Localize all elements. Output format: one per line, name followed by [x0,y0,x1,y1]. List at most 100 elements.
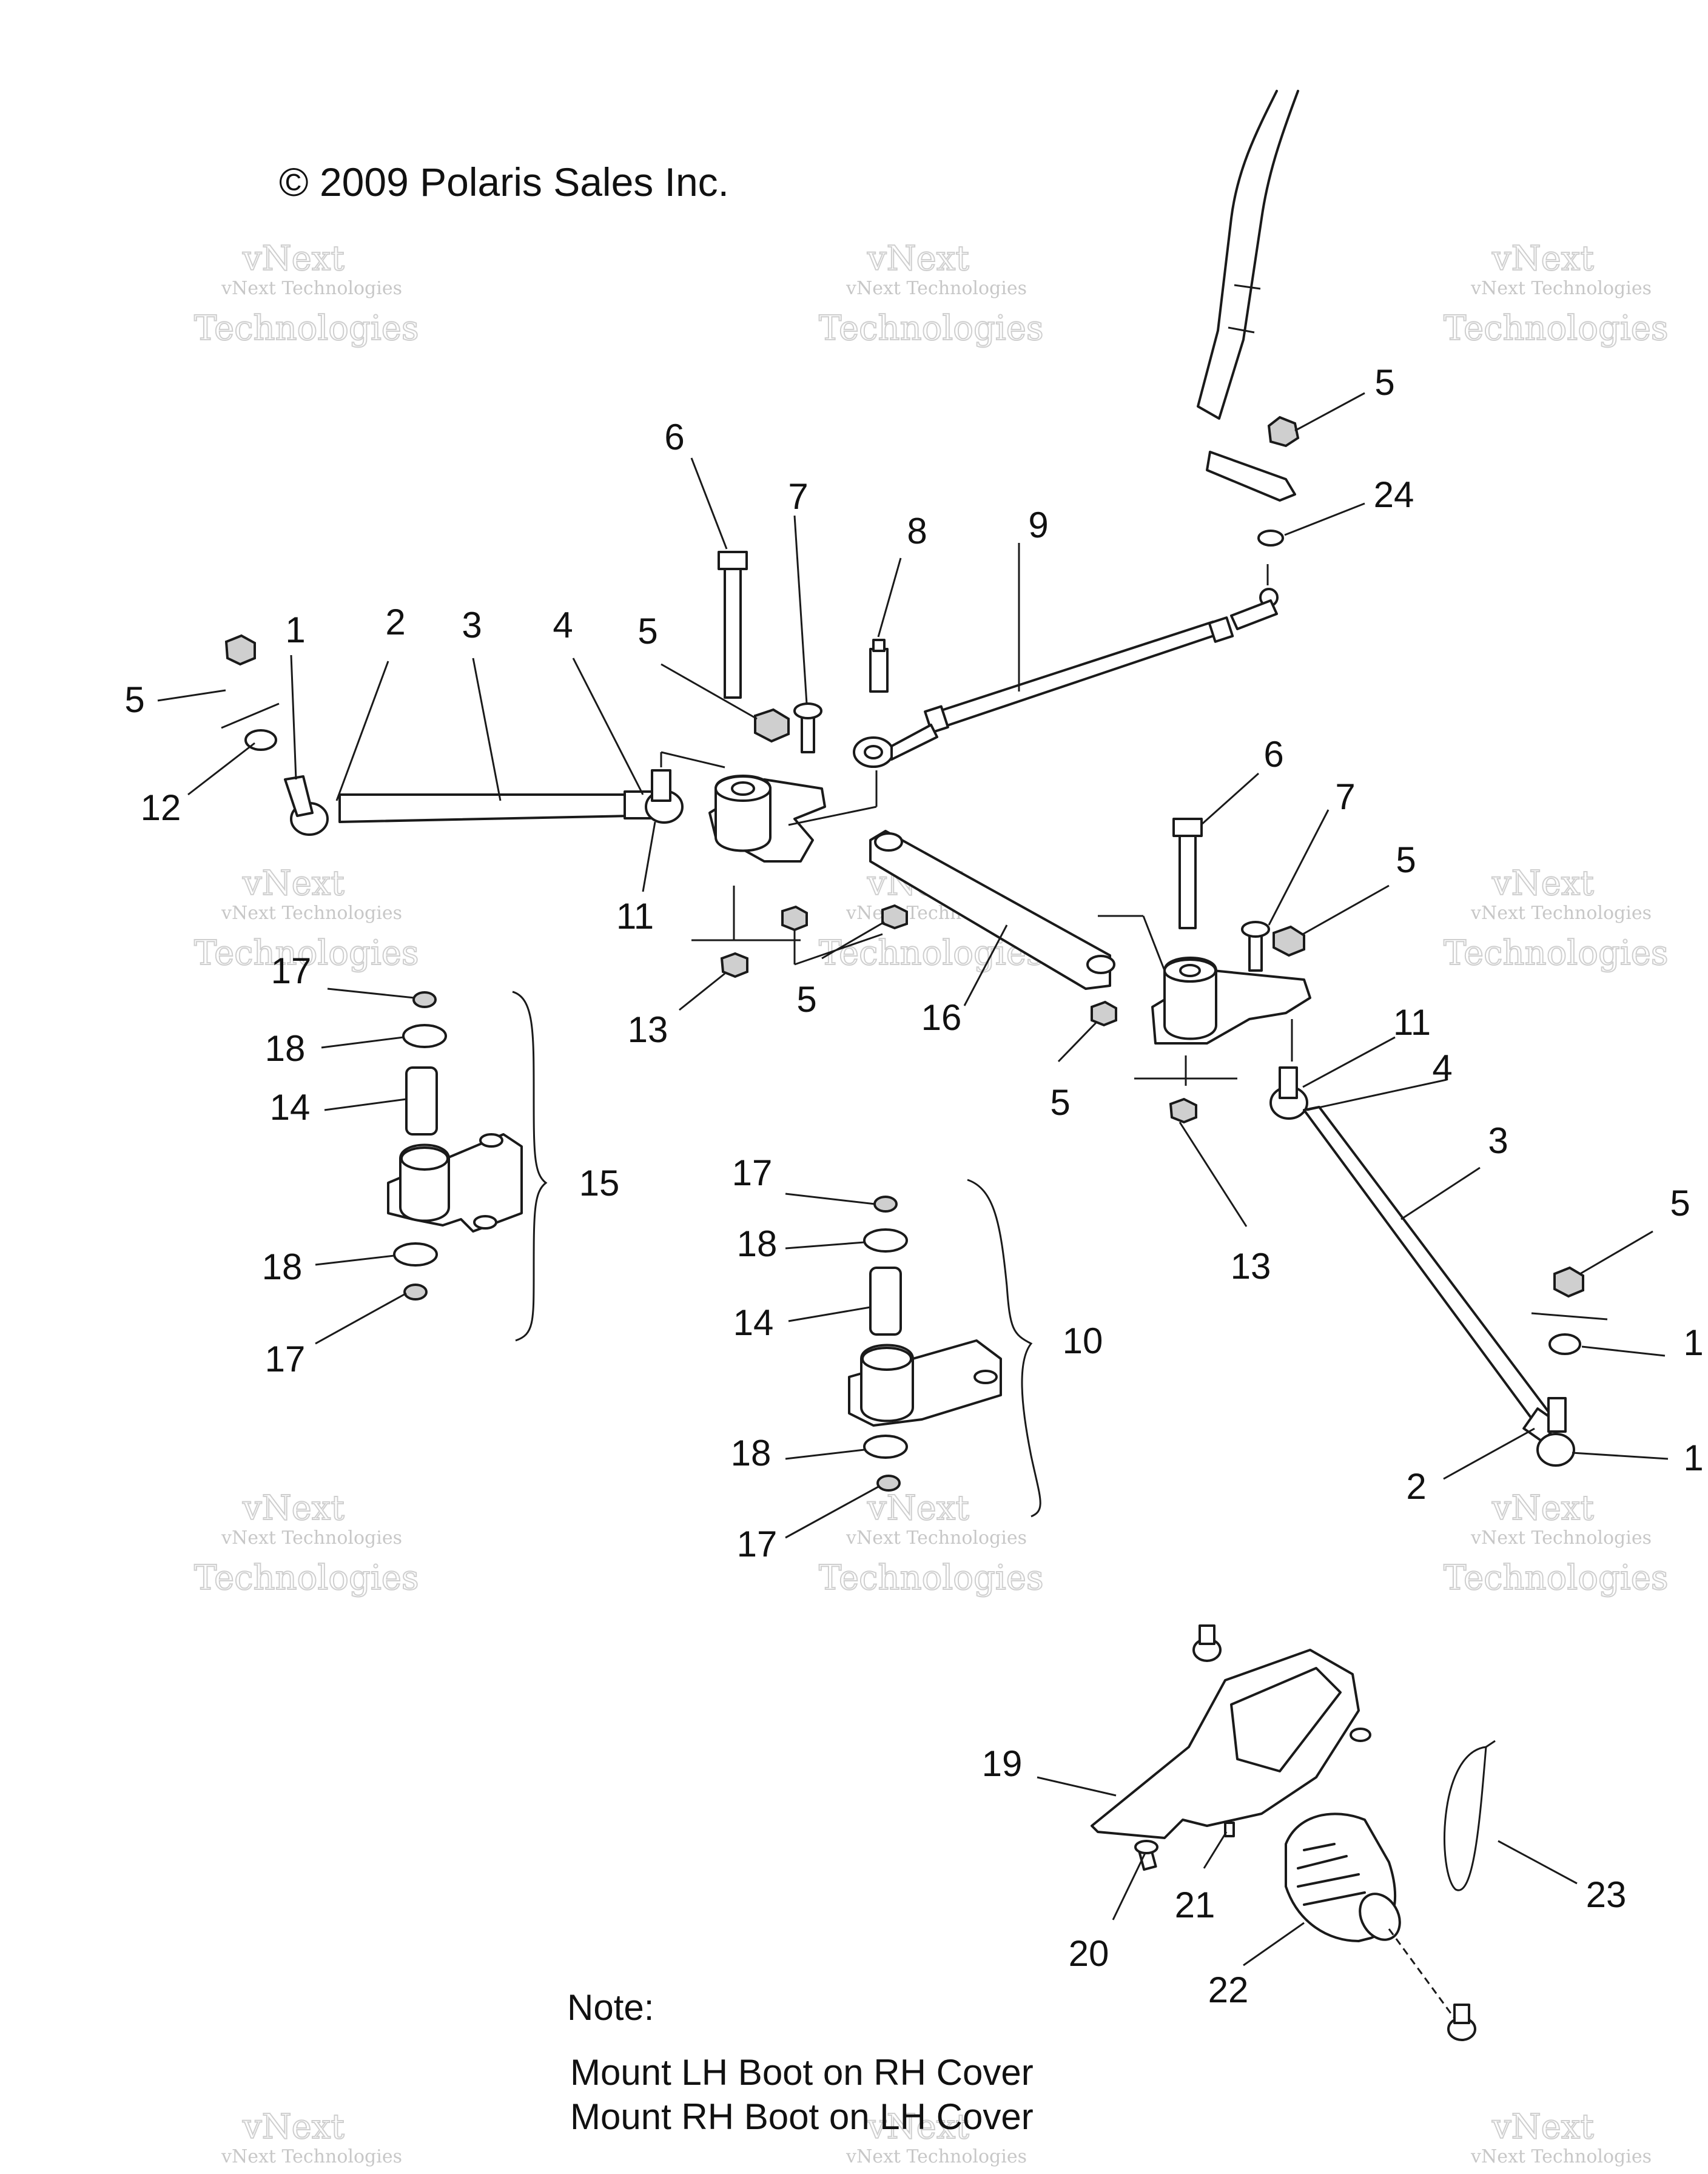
callout-6: 6 [1263,734,1283,775]
watermark-10: vNext vNext Technologies [221,2107,402,2167]
cover-inner-frame [1230,1667,1342,1772]
callout-18: 18 [737,1223,778,1264]
callout-5: 5 [1374,362,1394,403]
watermark-big: Technologies [819,309,1044,348]
watermark-brand: vNext [867,2107,969,2147]
drag-link-eye-right [1086,955,1115,974]
nut-17-lower [403,1284,428,1301]
steering-column [1197,90,1300,607]
watermark-big: Technologies [1444,1558,1669,1598]
watermark-9: vNext vNext Technologies Technologies [1443,1488,1669,1598]
bolt-7-left-head [793,702,822,719]
link-rod-eye [864,745,883,759]
callout-1: 1 [1683,1322,1703,1363]
callout-11: 11 [616,896,654,937]
nut-17 [412,991,437,1008]
watermark-brand: vNext [242,239,345,278]
right-pitman-arm [1098,818,1311,1124]
tie-rod-stud-right-top [1279,1066,1298,1099]
bushing-14 [869,1267,902,1336]
watermark-small: vNext Technologies [221,903,402,924]
watermark-big: Technologies [1444,309,1669,348]
watermark-small: vNext Technologies [846,278,1027,299]
nut-13-left [720,952,748,978]
nut-5-center [881,904,908,930]
callout-10: 10 [1063,1321,1103,1361]
nut-5-left-lower [781,905,808,932]
washer-18 [402,1024,447,1048]
clamp-23 [1444,1746,1487,1891]
callout-21: 21 [1175,1885,1215,1925]
idler-boss-top [861,1347,912,1371]
callout-13: 13 [628,1009,668,1050]
callout-3: 3 [1488,1120,1508,1161]
callout-11: 11 [1393,1002,1431,1043]
bearing-assembly-15 [387,991,548,1342]
bolt-7-right-head [1241,921,1270,938]
tie-rod-end-1-right [1536,1433,1575,1467]
drag-link-16 [869,830,1111,990]
idler-bracket-hole [479,1133,503,1148]
callout-15: 15 [579,1163,620,1203]
watermark-6: vNext vNext Technologies Technologies [1443,863,1669,974]
callout-17: 17 [732,1153,773,1193]
callout-19: 19 [982,1743,1023,1784]
watermark-4: vNext vNext Technologies Technologies [193,863,420,974]
nut-17 [873,1196,898,1213]
note-line-1: Mount LH Boot on RH Cover [570,2052,1034,2093]
center-drag-link [869,830,1117,1027]
callout-5: 5 [1050,1082,1070,1123]
nut-17-lower [876,1475,901,1492]
callouts: 1 2 3 4 5 12 11 6 7 8 9 5 5 24 13 5 16 6… [124,362,1703,2010]
idler-bracket-hole [973,1370,998,1384]
callout-18: 18 [265,1028,306,1069]
bolt-7-right [1248,933,1263,972]
left-pitman-arm [660,551,883,978]
assembly-note: Note: Mount LH Boot on RH Cover Mount RH… [567,1987,1034,2137]
washer-18-lower [393,1242,438,1267]
copyright-text: © 2009 Polaris Sales Inc. [279,160,729,204]
bracket-10 [967,1179,1041,1518]
callout-17: 17 [737,1524,778,1564]
screw-21 [1224,1822,1235,1837]
callout-5: 5 [637,611,657,651]
watermark-brand: vNext [867,1489,969,1528]
watermark-big: Technologies [819,1558,1044,1598]
watermark-big: Technologies [1444,934,1669,973]
link-rod-collar [1208,616,1234,643]
callout-18: 18 [262,1247,303,1287]
callout-16: 16 [921,997,962,1038]
watermark-brand: vNext [242,864,345,903]
watermark-3: vNext vNext Technologies Technologies [1443,238,1669,349]
watermark-small: vNext Technologies [1470,2146,1652,2167]
idler-bracket-hole [473,1215,497,1230]
watermark-1: vNext vNext Technologies Technologies [193,238,420,349]
ball-joint-stud [1199,1624,1215,1645]
nut-13-right [1169,1097,1197,1124]
watermark-big: Technologies [194,934,419,973]
bolt-6-right [1178,830,1197,929]
screw-20-head [1134,1840,1158,1854]
callout-12: 12 [141,787,181,828]
nut-5-center-right [1091,1000,1117,1027]
tie-rod-stud-right [651,769,671,802]
watermark-small: vNext Technologies [221,278,402,299]
leader-lines [157,392,1669,1967]
bolt-8-head [872,639,886,652]
bushing-14 [405,1066,438,1136]
watermark-small: vNext Technologies [1470,903,1652,924]
callout-17: 17 [265,1339,306,1379]
callout-5: 5 [124,679,144,720]
watermark-small: vNext Technologies [221,2146,402,2167]
watermark-brand: vNext [1491,864,1594,903]
nut-5-left-arm [754,708,790,743]
callout-24: 24 [1374,474,1414,515]
washer-24 [1257,530,1284,547]
callout-14: 14 [733,1302,774,1343]
callout-13: 13 [1231,1246,1271,1287]
tie-rod-stud-left [284,775,314,817]
link-rod-9 [933,621,1220,729]
callout-5: 5 [1670,1183,1690,1223]
nut-5-right-arm [1273,925,1305,957]
